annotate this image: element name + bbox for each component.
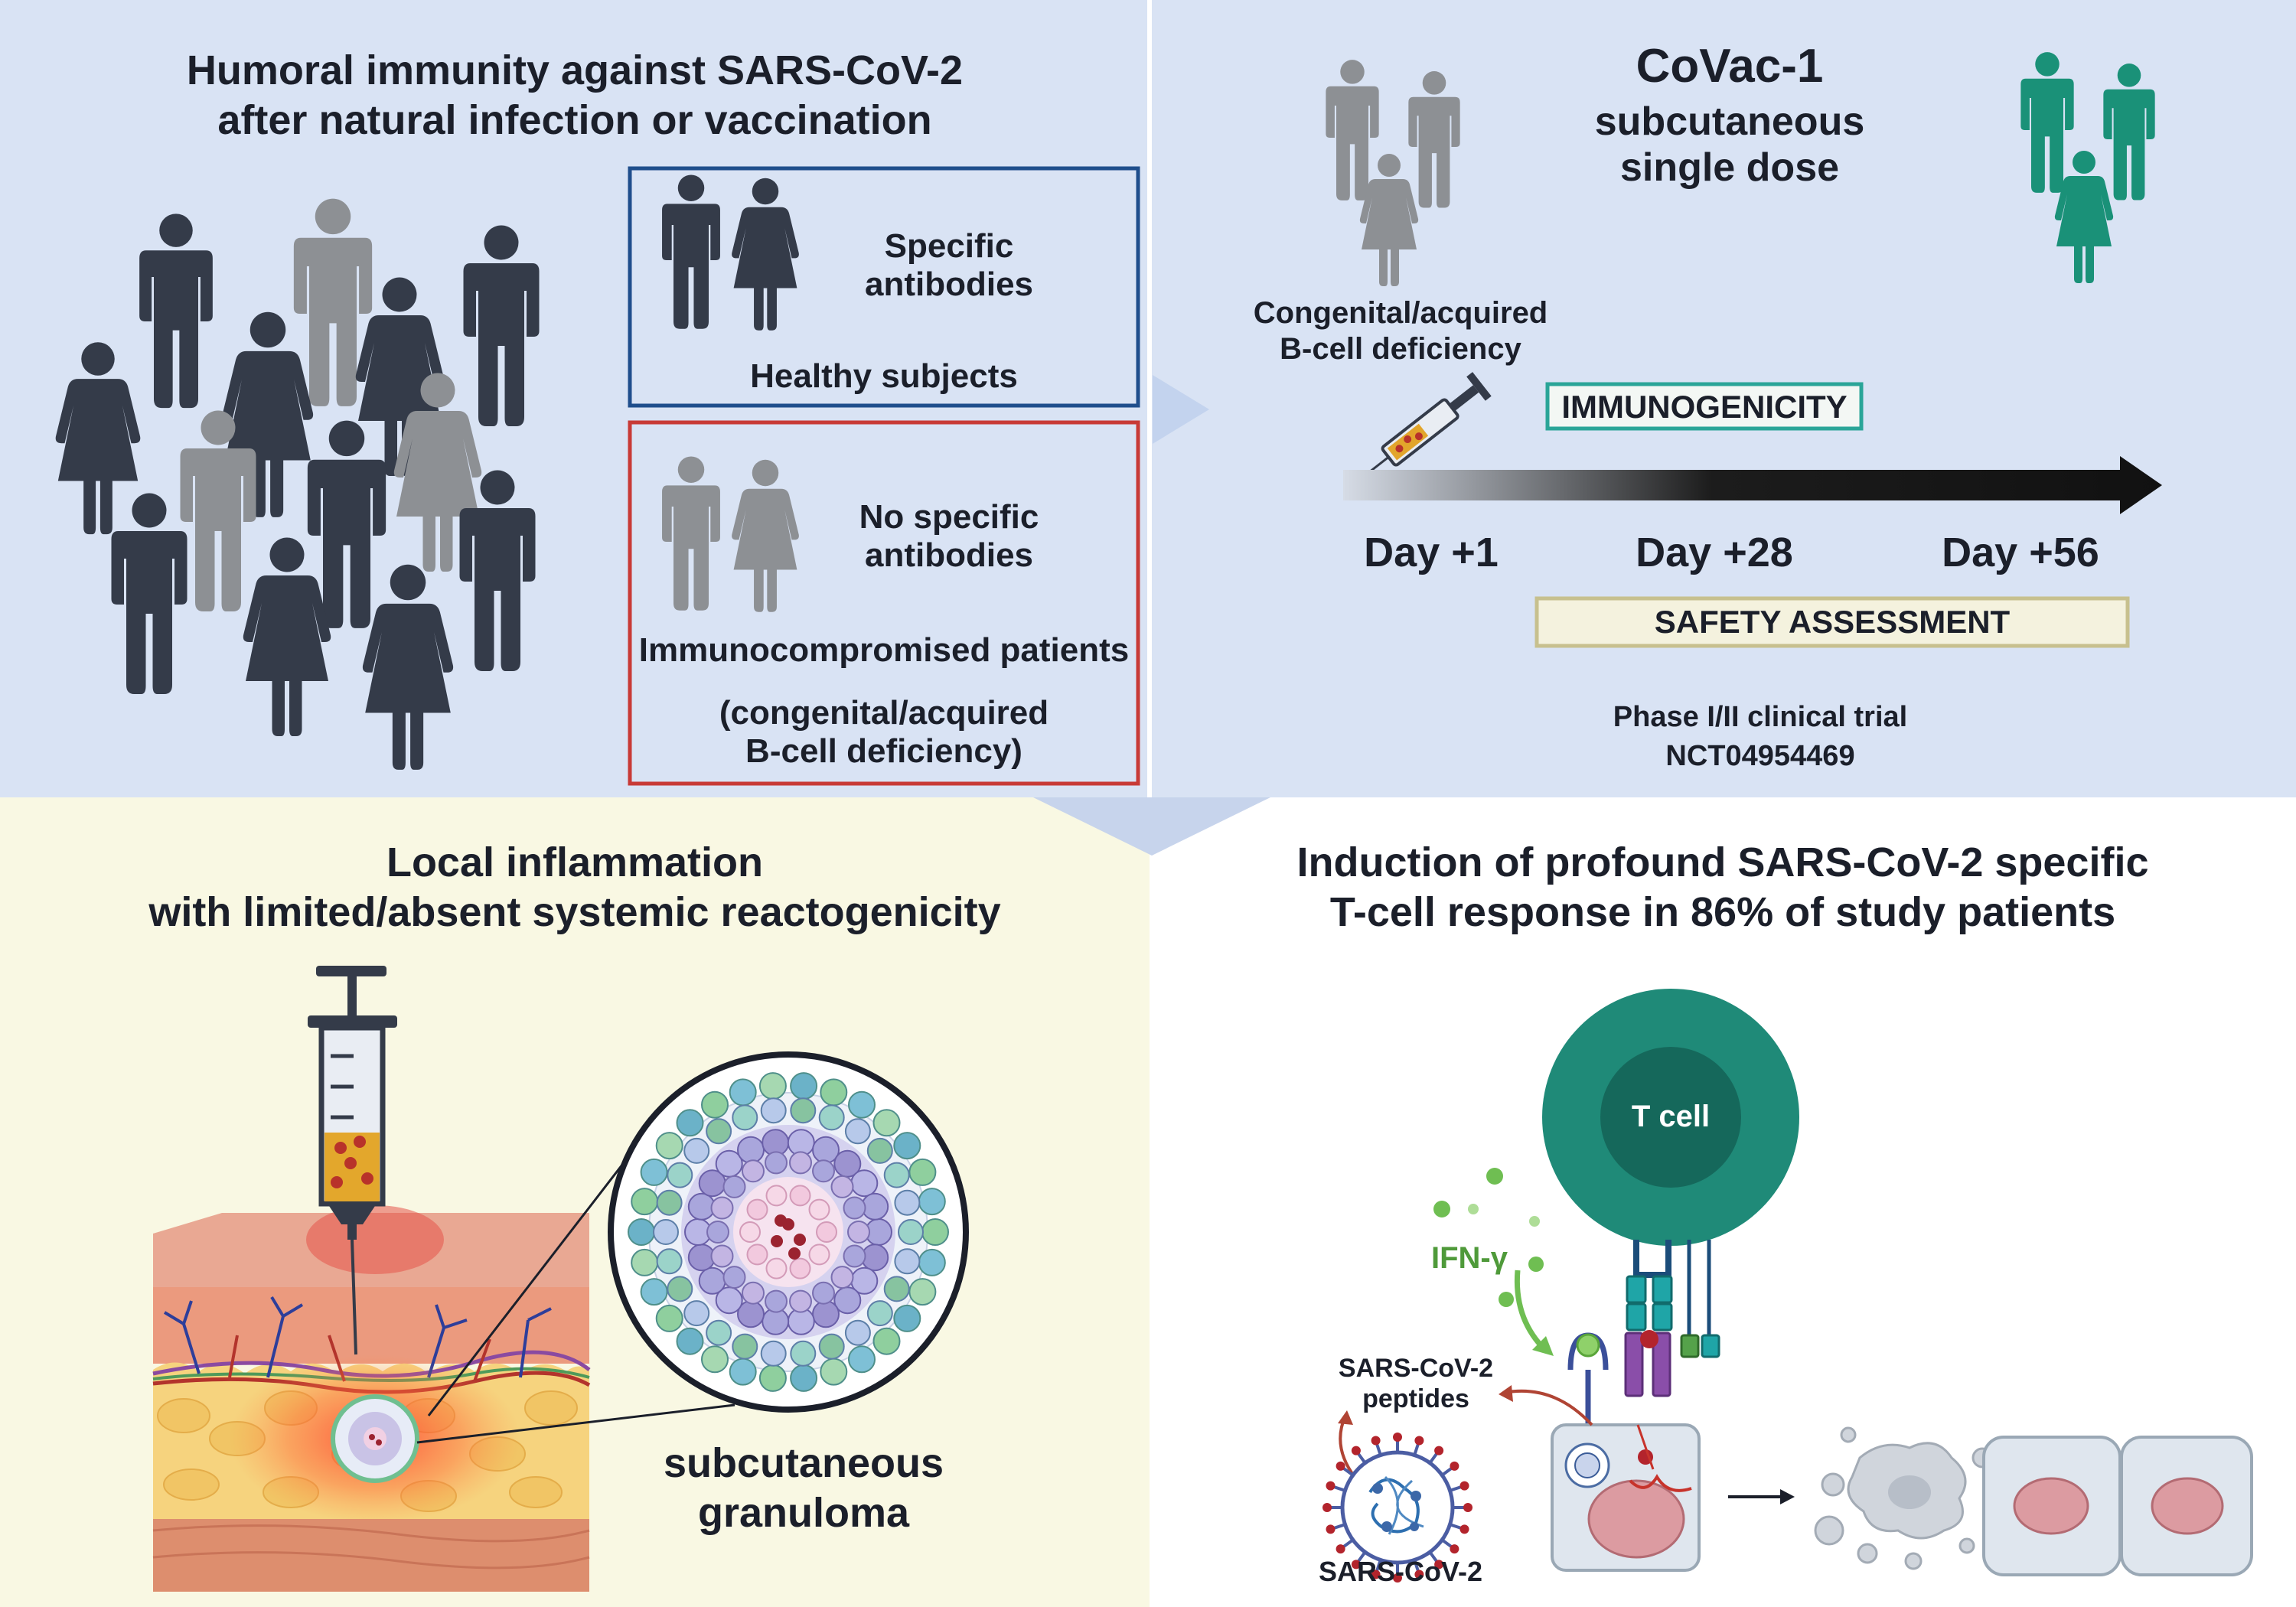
healthy-subjects-box [628, 166, 1140, 408]
covac-dose: single dose [1619, 145, 1840, 190]
flow-arrow-right [1153, 375, 1209, 444]
peptides-label-line2: peptides [1362, 1384, 1469, 1413]
skin-cross-section [152, 1205, 591, 1592]
t-cell-label: T cell [1631, 1100, 1711, 1133]
immunogenicity-label: IMMUNOGENICITY [1561, 389, 1848, 425]
patient-group-line1: Congenital/acquired [1253, 296, 1548, 330]
granuloma-label-line1: subcutaneous [663, 1440, 944, 1486]
panel-d-title-line1: Induction of profound SARS-CoV-2 specifi… [1296, 839, 2149, 885]
immuno-antibody-line1: No specific [859, 498, 1039, 536]
trial-id: NCT04954469 [1665, 740, 1855, 772]
panel-a-title-line1: Humoral immunity against SARS-CoV-2 [186, 47, 964, 93]
flow-arrow-down [1033, 797, 1270, 856]
sars-cov-2-virion [1322, 1433, 1473, 1583]
covac-title: CoVac-1 [1636, 40, 1824, 93]
immunocompromised-label: Immunocompromised patients [638, 631, 1130, 669]
vaccine-syringe-large [308, 966, 397, 1355]
safety-assessment-label: SAFETY ASSESSMENT [1654, 604, 2011, 640]
trial-phase: Phase I/II clinical trial [1613, 701, 1908, 733]
panel-a-title-line2: after natural infection or vaccination [217, 97, 932, 143]
covac-route: subcutaneous [1594, 99, 1865, 144]
healthy-antibody-line2: antibodies [864, 266, 1034, 303]
timeline-arrow [1343, 456, 2162, 514]
immunocompromised-box [628, 420, 1140, 786]
vaccine-syringe-small [1345, 372, 1492, 491]
timeline-day-28: Day +28 [1636, 530, 1793, 575]
immunogenicity-box [1545, 382, 1864, 431]
timeline-day-1: Day +1 [1364, 530, 1499, 575]
granuloma-magnified [608, 1051, 969, 1413]
granuloma-label-line2: granuloma [697, 1490, 910, 1536]
patient-group-line2: B-cell deficiency [1280, 332, 1521, 366]
panel-d-title-line2: T-cell response in 86% of study patients [1329, 889, 2116, 935]
immuno-antibody-line2: antibodies [864, 536, 1034, 574]
immuno-detail-line1: (congenital/acquired [719, 694, 1049, 732]
healthy-antibody-line1: Specific [884, 227, 1014, 265]
healthy-cells [1982, 1436, 2253, 1576]
antigen-presenting-cell [1551, 1423, 1701, 1572]
virus-label: SARS-CoV-2 [1318, 1556, 1483, 1587]
safety-assessment-box [1534, 596, 2130, 648]
panel-c-title-line2: with limited/absent systemic reactogenic… [148, 889, 1001, 935]
ifn-gamma-label: IFN-γ [1431, 1241, 1508, 1275]
peptides-label-line1: SARS-CoV-2 [1338, 1354, 1494, 1383]
immuno-detail-line2: B-cell deficiency) [745, 732, 1022, 770]
healthy-subjects-label: Healthy subjects [750, 357, 1018, 395]
t-cell [1542, 989, 1799, 1431]
panel-c-title-line1: Local inflammation [386, 839, 764, 885]
timeline-day-56: Day +56 [1942, 530, 2099, 575]
ifn-gamma-molecules [1433, 1168, 1554, 1356]
